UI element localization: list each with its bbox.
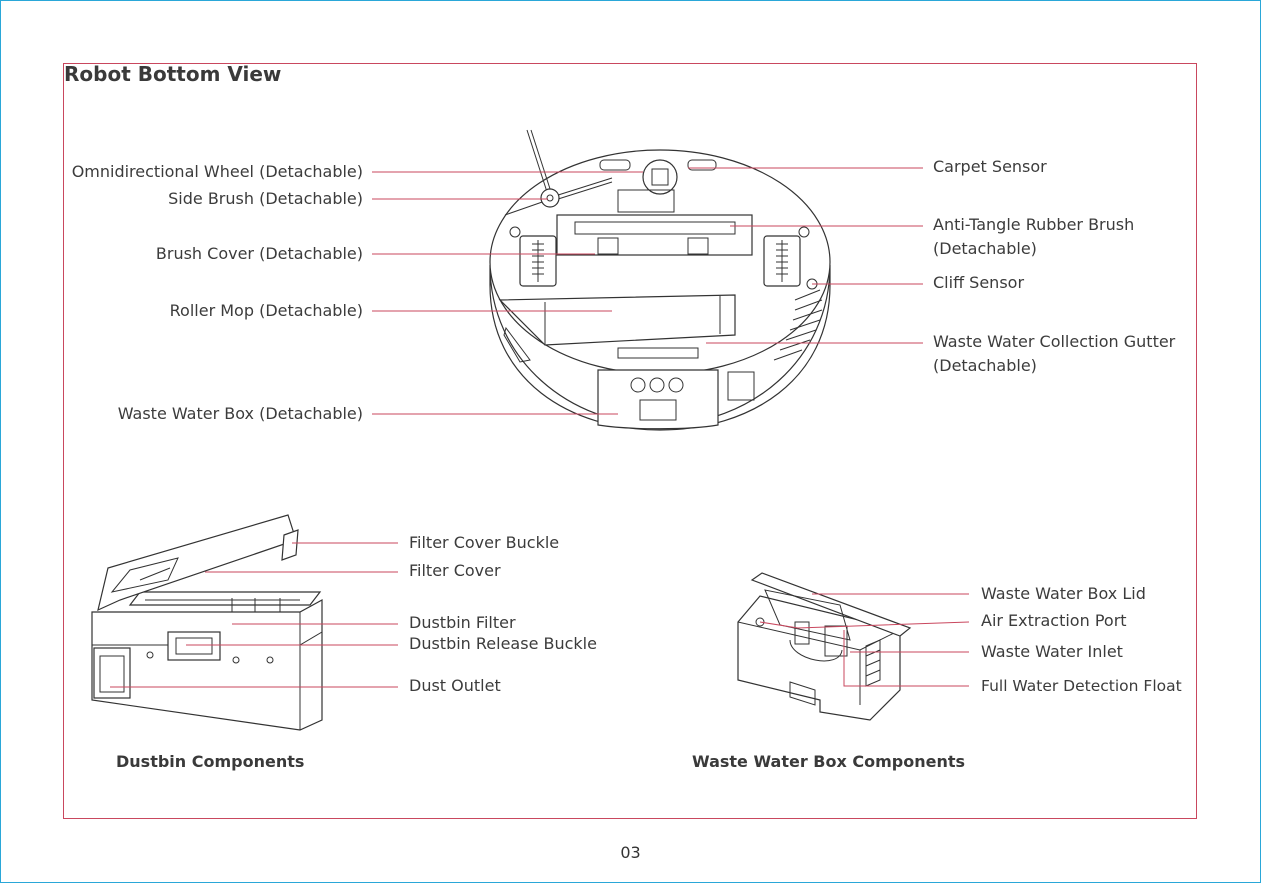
- label-side-brush: Side Brush (Detachable): [168, 187, 363, 211]
- label-air-extraction-port: Air Extraction Port: [981, 609, 1127, 633]
- label-dust-outlet: Dust Outlet: [409, 674, 501, 698]
- label-full-water-float: Full Water Detection Float: [981, 674, 1182, 698]
- label-collection-gutter: Waste Water Collection Gutter: [933, 330, 1175, 354]
- label-anti-tangle-brush-detachable: (Detachable): [933, 237, 1037, 261]
- label-cliff-sensor: Cliff Sensor: [933, 271, 1024, 295]
- label-roller-mop: Roller Mop (Detachable): [170, 299, 363, 323]
- label-waste-water-box: Waste Water Box (Detachable): [118, 402, 363, 426]
- label-filter-cover-buckle: Filter Cover Buckle: [409, 531, 559, 555]
- label-collection-gutter-detachable: (Detachable): [933, 354, 1037, 378]
- waste-water-box-illustration: [738, 573, 910, 720]
- label-brush-cover: Brush Cover (Detachable): [156, 242, 363, 266]
- dustbin-illustration: [92, 515, 322, 730]
- caption-waste-water-box-components: Waste Water Box Components: [692, 752, 965, 771]
- label-waste-water-inlet: Waste Water Inlet: [981, 640, 1123, 664]
- label-carpet-sensor: Carpet Sensor: [933, 155, 1047, 179]
- label-waste-water-box-lid: Waste Water Box Lid: [981, 582, 1146, 606]
- robot-illustration: [490, 130, 830, 430]
- label-filter-cover: Filter Cover: [409, 559, 501, 583]
- label-omnidirectional-wheel: Omnidirectional Wheel (Detachable): [72, 160, 363, 184]
- page-number: 03: [0, 843, 1261, 862]
- caption-dustbin-components: Dustbin Components: [116, 752, 304, 771]
- label-dustbin-release-buckle: Dustbin Release Buckle: [409, 632, 597, 656]
- label-anti-tangle-brush: Anti-Tangle Rubber Brush: [933, 213, 1134, 237]
